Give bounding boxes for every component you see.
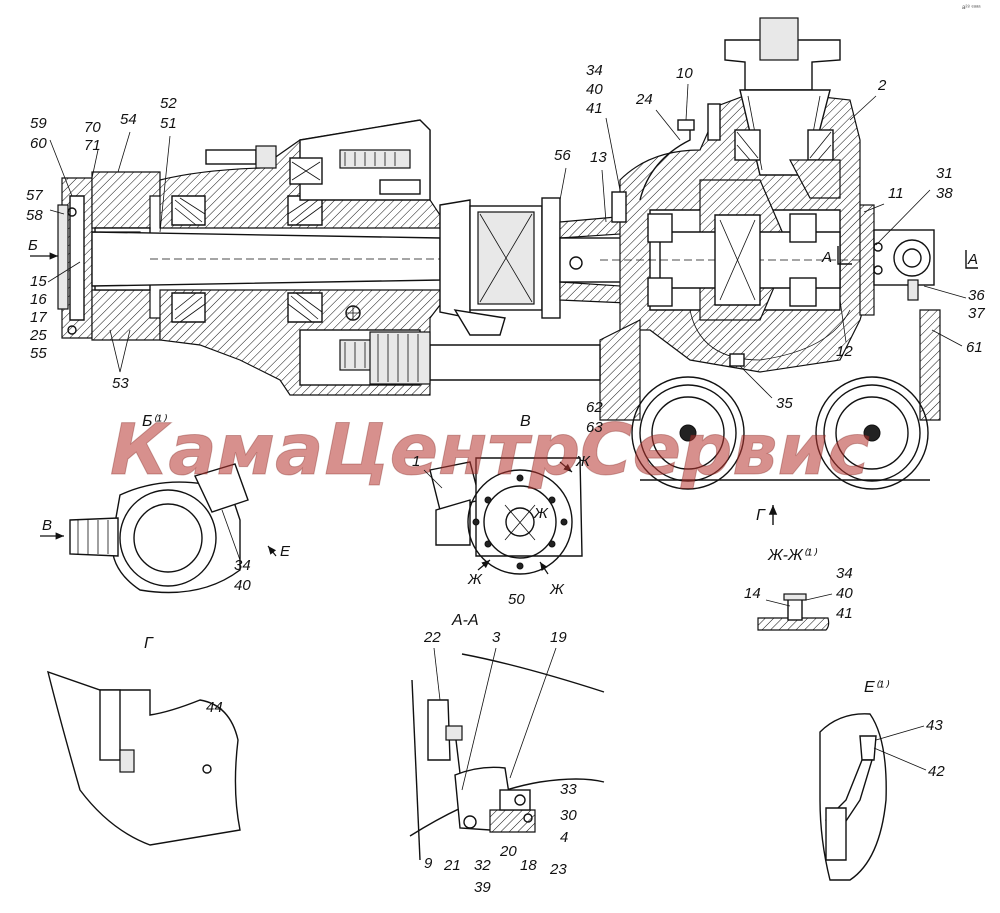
callout-24: 24 — [635, 91, 653, 108]
view-label-e: Е⁽¹⁾ — [864, 679, 890, 696]
callout-20: 20 — [499, 843, 517, 860]
coupling — [439, 197, 561, 336]
callout-14: 14 — [744, 585, 761, 602]
callout-71: 71 — [84, 137, 101, 154]
view-label-g-small: Г — [756, 507, 766, 524]
arrow-letter-a-mid: А — [821, 249, 832, 266]
arrow-letter-v: В — [42, 517, 52, 534]
view-label-b: Б⁽¹⁾ — [142, 413, 168, 430]
view-g-bracket — [47, 670, 241, 846]
callout-62: 62 — [586, 399, 603, 416]
view-label-a-a: А-А — [451, 612, 479, 629]
wheel-right — [815, 376, 929, 490]
diff-bearing-left — [647, 213, 673, 307]
callout-32: 32 — [474, 857, 491, 874]
callout-33: 33 — [560, 781, 577, 798]
view-b-hub — [69, 463, 249, 594]
callout-59: 59 — [30, 115, 47, 132]
callout-40a: 40 — [586, 81, 603, 98]
callout-30: 30 — [560, 807, 577, 824]
watermark-text: КамаЦентрСервис — [110, 409, 870, 491]
main-section-view — [57, 17, 941, 490]
arrow-letter-zh1: Ж — [575, 453, 591, 470]
callout-3: 3 — [492, 629, 501, 646]
callout-12: 12 — [836, 343, 853, 360]
arrow-letter-a-top: А — [967, 251, 978, 268]
callout-15: 15 — [30, 273, 47, 290]
callout-numbers: 59 60 70 71 54 52 51 57 58 15 16 17 25 5… — [26, 62, 985, 896]
callout-34c: 34 — [836, 565, 853, 582]
arrow-letter-zh2: Ж — [467, 571, 483, 588]
callout-41a: 41 — [586, 100, 603, 117]
callout-43: 43 — [926, 717, 943, 734]
callout-37: 37 — [968, 305, 985, 322]
callout-10: 10 — [676, 65, 693, 82]
callout-55: 55 — [30, 345, 47, 362]
callout-11: 11 — [888, 185, 904, 202]
diff-bearing-right — [789, 213, 817, 307]
callout-31: 31 — [936, 165, 953, 182]
callout-21: 21 — [443, 857, 461, 874]
bearing-bottom-right — [287, 292, 323, 323]
bearing-bottom-left — [171, 292, 206, 323]
callout-25: 25 — [29, 327, 47, 344]
callout-52: 52 — [160, 95, 177, 112]
callout-17: 17 — [30, 309, 47, 326]
callout-40b: 40 — [234, 577, 251, 594]
callout-40c: 40 — [836, 585, 853, 602]
arrow-letter-zh3: Ж — [549, 581, 565, 598]
callout-4: 4 — [560, 829, 568, 846]
callout-51: 51 — [160, 115, 177, 132]
view-e-lever — [819, 713, 887, 881]
view-zh-zh — [757, 593, 830, 631]
callout-44: 44 — [206, 699, 223, 716]
callout-42: 42 — [928, 763, 945, 780]
callout-35: 35 — [776, 395, 793, 412]
callout-38: 38 — [936, 185, 953, 202]
callout-16: 16 — [30, 291, 47, 308]
arrow-letter-zh4: Ж — [533, 505, 549, 522]
callout-34a: 34 — [586, 62, 603, 79]
callout-58: 58 — [26, 207, 43, 224]
callout-36: 36 — [968, 287, 985, 304]
callout-50: 50 — [508, 591, 525, 608]
callout-13: 13 — [590, 149, 607, 166]
bearing-top-right — [287, 195, 323, 226]
section-arrows — [30, 246, 978, 557]
callout-34b: 34 — [234, 557, 251, 574]
callout-23: 23 — [549, 861, 567, 878]
view-label-g: Г — [144, 635, 154, 652]
view-a-a — [409, 653, 605, 861]
callout-60: 60 — [30, 135, 47, 152]
callout-39: 39 — [474, 879, 491, 896]
callout-53: 53 — [112, 375, 129, 392]
view-v-flange — [429, 457, 583, 575]
callout-2: 2 — [877, 77, 887, 94]
callout-56: 56 — [554, 147, 571, 164]
callout-54: 54 — [120, 111, 137, 128]
view-label-zh-zh: Ж-Ж⁽¹⁾ — [767, 547, 818, 564]
callout-18: 18 — [520, 857, 537, 874]
callout-61: 61 — [966, 339, 983, 356]
arrow-letter-e: Е — [280, 543, 291, 560]
callout-41c: 41 — [836, 605, 853, 622]
arrow-letter-b: Б — [28, 237, 38, 254]
bearing-top-left — [171, 195, 206, 226]
callout-1: 1 — [412, 453, 420, 470]
callout-70: 70 — [84, 119, 101, 136]
callout-19: 19 — [550, 629, 567, 646]
leader-lines — [47, 83, 967, 791]
callout-22: 22 — [423, 629, 441, 646]
wheel-left — [631, 376, 745, 490]
callout-63: 63 — [586, 419, 603, 436]
view-label-v: В — [520, 413, 531, 430]
pinion-bearing-left — [734, 129, 761, 161]
callout-57: 57 — [26, 187, 43, 204]
callout-9: 9 — [424, 855, 433, 872]
pinion-bearing-right — [807, 129, 834, 161]
corner-mark: а²⁸ ᵉᵃᵃᵃ — [962, 4, 981, 11]
